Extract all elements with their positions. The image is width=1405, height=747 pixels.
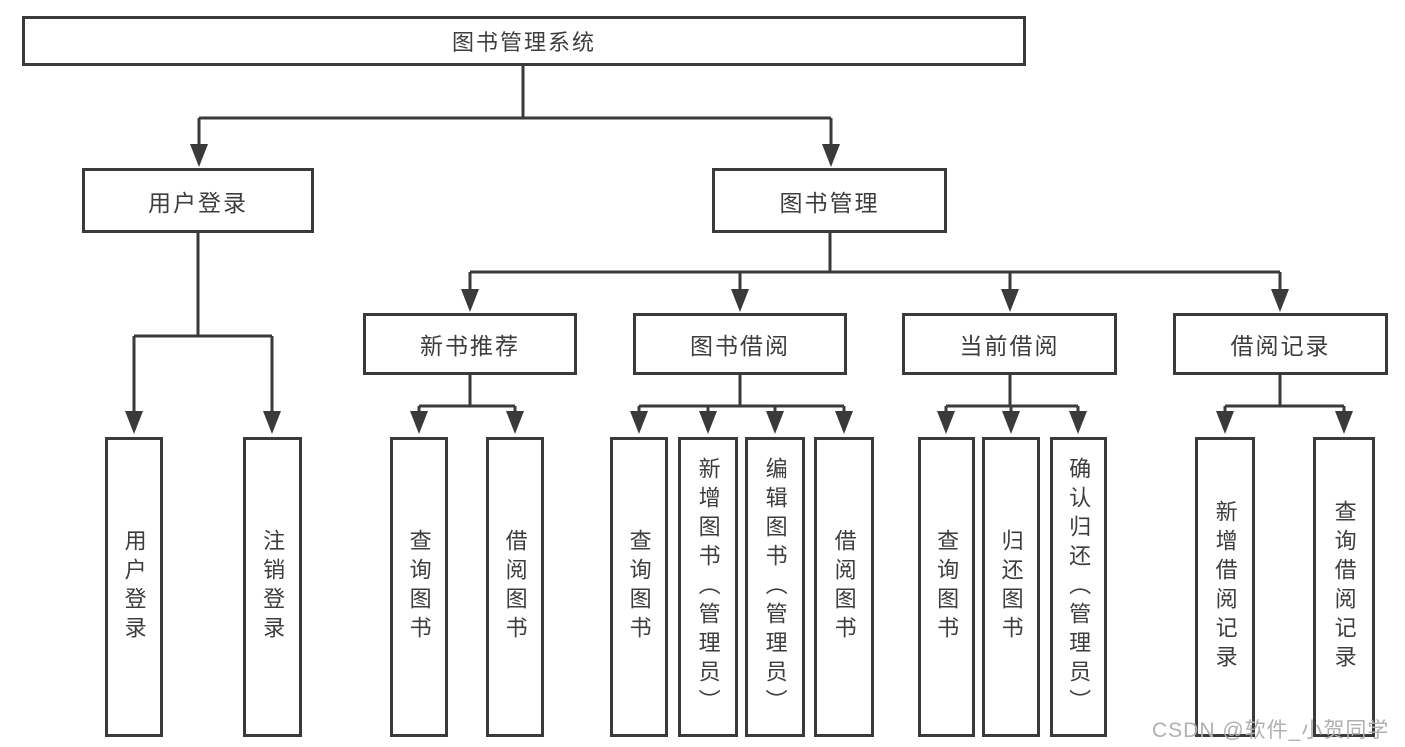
node-book-management-label: 图书管理	[779, 189, 880, 216]
leaf-query-books-current: 查询图书	[918, 437, 975, 737]
leaf-confirm-return-admin-label: 确认归还（管理员）	[1066, 456, 1092, 718]
node-book-management: 图书管理	[712, 168, 947, 233]
node-user-login: 用户登录	[82, 168, 314, 233]
leaf-add-books-admin-label: 新增图书（管理员）	[695, 456, 721, 718]
node-new-book-recommend-label: 新书推荐	[420, 333, 520, 359]
leaf-return-books-label: 归还图书	[998, 529, 1024, 645]
node-borrow-records: 借阅记录	[1173, 313, 1388, 375]
leaf-user-login-label: 用户登录	[121, 529, 147, 645]
leaf-query-books-borrow-label: 查询图书	[626, 529, 652, 645]
leaf-query-books-current-label: 查询图书	[934, 529, 960, 645]
leaf-query-borrow-record: 查询借阅记录	[1313, 437, 1375, 737]
leaf-query-borrow-record-label: 查询借阅记录	[1331, 500, 1357, 674]
node-book-borrow: 图书借阅	[633, 313, 847, 375]
leaf-query-books-borrow: 查询图书	[610, 437, 668, 737]
leaf-borrow-books-recommend: 借阅图书	[486, 437, 544, 737]
leaf-edit-books-admin-label: 编辑图书（管理员）	[762, 456, 788, 718]
leaf-logout-label: 注销登录	[260, 529, 286, 645]
leaf-query-books-recommend-label: 查询图书	[406, 529, 432, 645]
node-library-system-label: 图书管理系统	[451, 30, 596, 55]
leaf-borrow-books-recommend-label: 借阅图书	[502, 529, 528, 645]
node-current-borrow: 当前借阅	[902, 313, 1117, 375]
watermark: CSDN @软件_小贺同学	[1152, 719, 1390, 742]
leaf-add-borrow-record: 新增借阅记录	[1195, 437, 1255, 737]
node-book-borrow-label: 图书借阅	[690, 333, 790, 359]
node-current-borrow-label: 当前借阅	[959, 333, 1060, 359]
leaf-borrow-books: 借阅图书	[814, 437, 874, 737]
leaf-logout: 注销登录	[243, 437, 302, 737]
leaf-user-login: 用户登录	[105, 437, 163, 737]
leaf-borrow-books-label: 借阅图书	[831, 529, 857, 645]
leaf-edit-books-admin: 编辑图书（管理员）	[745, 437, 805, 737]
leaf-add-borrow-record-label: 新增借阅记录	[1212, 500, 1238, 674]
node-borrow-records-label: 借阅记录	[1230, 333, 1331, 359]
leaf-confirm-return-admin: 确认归还（管理员）	[1050, 437, 1107, 737]
node-new-book-recommend: 新书推荐	[363, 313, 577, 375]
leaf-query-books-recommend: 查询图书	[390, 437, 448, 737]
leaf-add-books-admin: 新增图书（管理员）	[678, 437, 738, 737]
leaf-return-books: 归还图书	[982, 437, 1040, 737]
node-user-login-label: 用户登录	[148, 189, 248, 216]
node-library-system: 图书管理系统	[22, 16, 1026, 66]
